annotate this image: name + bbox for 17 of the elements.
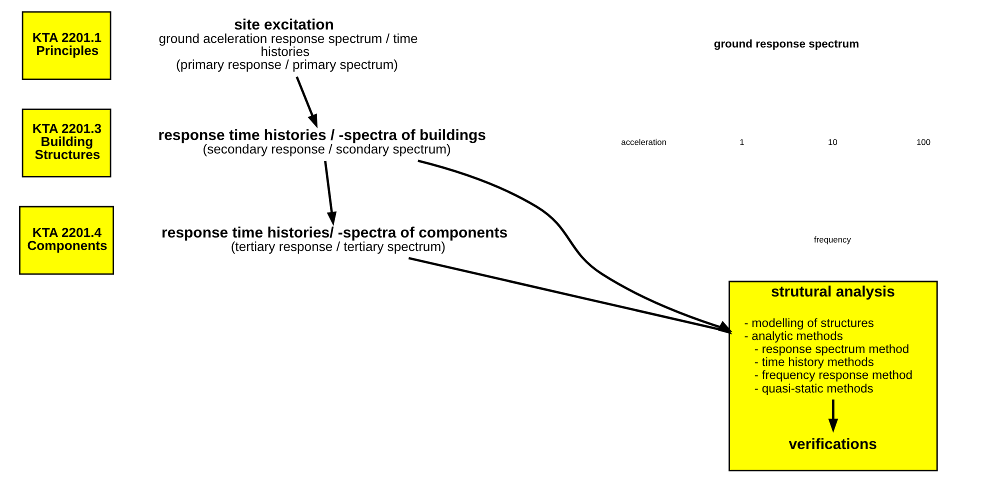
node-text: verifications (788, 436, 877, 453)
node-box: KTA 2201.4 Components (19, 206, 114, 275)
arrow (324, 160, 337, 226)
arrow (828, 400, 838, 433)
label: acceleration (621, 137, 667, 148)
node-box: KTA 2201.1 Principles (22, 11, 112, 80)
label: 10 (828, 137, 838, 148)
node-text: response time histories/ -spectra of components (tertiary response / tertiary spectrum) (162, 224, 508, 254)
node-text: site excitation ground aceleration response spectrum / time histories (primary response / primary spectrum) (158, 16, 418, 72)
label: ground response spectrum (714, 38, 860, 51)
arrow (296, 76, 318, 128)
node-box: KTA 2201.3 Building Structures (22, 108, 112, 178)
node-text: response time histories / -spectra of buildings (secondary response / scondary spectrum) (158, 126, 486, 156)
label: 100 (916, 137, 931, 148)
label: 1 (740, 137, 744, 148)
node-text: - modelling of structures - analytic methods - response spectrum method - time history methods - frequency response method - quasi-static methods (744, 316, 913, 396)
label: frequency (814, 234, 851, 244)
